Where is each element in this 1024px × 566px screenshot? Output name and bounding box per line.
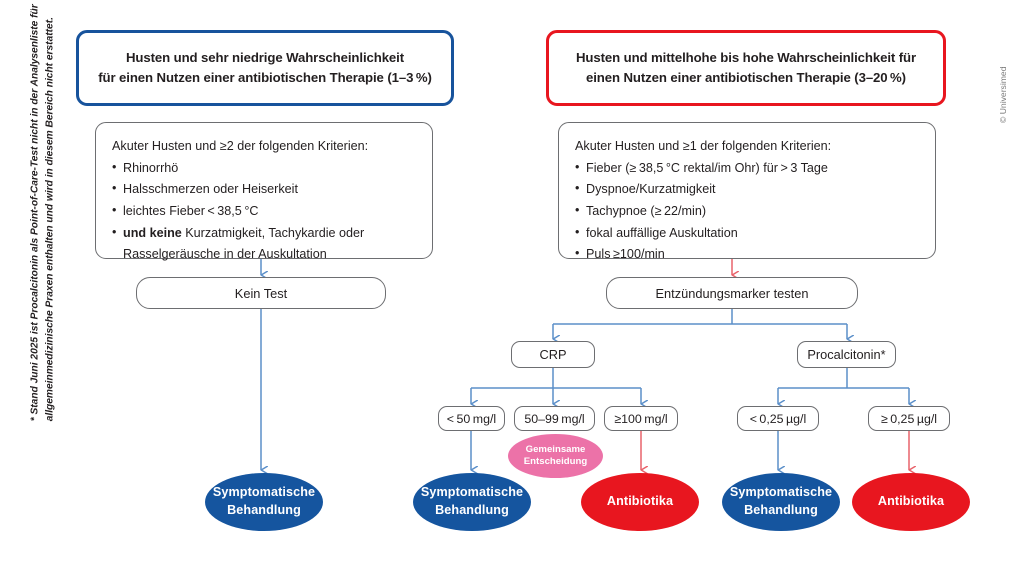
outcome-line2: Behandlung bbox=[227, 503, 301, 517]
header-left-line1: Husten und sehr niedrige Wahrscheinlichk… bbox=[125, 49, 405, 65]
outcome-shared-line2: Entscheidung bbox=[523, 456, 588, 467]
criteria-item-text: Kurzatmigkeit, Tachykardie oder Rasselge… bbox=[123, 225, 365, 262]
threshold-crp-low: < 50 mg/l bbox=[438, 406, 505, 431]
footnote-procalcitonin: * Stand Juni 2025 ist Procalcitonin als … bbox=[29, 4, 56, 422]
criteria-left-list: Rhinorrhö Halsschmerzen oder Heiserkeit … bbox=[112, 157, 416, 266]
criteria-item-text: Dyspnoe/Kurzatmigkeit bbox=[586, 182, 716, 197]
outcome-line1: Symptomatische bbox=[212, 485, 316, 500]
criteria-item: Puls ≥100/min bbox=[575, 243, 919, 266]
criteria-right-list: Fieber (≥ 38,5 °C rektal/im Ohr) für > 3… bbox=[575, 157, 919, 266]
criteria-item-text: Rhinorrhö bbox=[123, 160, 179, 175]
criteria-right-intro: Akuter Husten und ≥1 der folgenden Krite… bbox=[575, 139, 832, 153]
outcome-symptomatic-crp-low: Symptomatische Behandlung bbox=[413, 473, 531, 531]
outcome-line2: Behandlung bbox=[435, 503, 509, 517]
outcome-symptomatic-pct-low: Symptomatische Behandlung bbox=[722, 473, 840, 531]
criteria-box-left: Akuter Husten und ≥2 der folgenden Krite… bbox=[95, 122, 433, 261]
threshold-crp-mid: 50–99 mg/l bbox=[514, 406, 595, 431]
outcome-shared-decision: Gemeinsame Entscheidung bbox=[508, 434, 603, 478]
threshold-crp-high: ≥100 mg/l bbox=[604, 406, 678, 431]
criteria-item-text: Tachypnoe (≥ 22/min) bbox=[586, 203, 707, 218]
header-box-high-probability: Husten und mittelhohe bis hohe Wahrschei… bbox=[546, 30, 946, 106]
node-procalcitonin: Procalcitonin* bbox=[797, 341, 896, 368]
outcome-antibiotics-crp-high: Antibiotika bbox=[581, 473, 699, 531]
header-box-low-probability: Husten und sehr niedrige Wahrscheinlichk… bbox=[76, 30, 454, 106]
criteria-item: und keine Kurzatmigkeit, Tachykardie ode… bbox=[112, 222, 416, 266]
threshold-pct-high: ≥ 0,25 µg/l bbox=[868, 406, 950, 431]
criteria-box-right: Akuter Husten und ≥1 der folgenden Krite… bbox=[558, 122, 936, 265]
node-entzuendungsmarker-testen: Entzündungsmarker testen bbox=[606, 277, 858, 309]
header-right-line2: einen Nutzen einer antibiotischen Therap… bbox=[586, 70, 906, 85]
criteria-item: leichtes Fieber < 38,5 °C bbox=[112, 200, 416, 223]
criteria-item: Dyspnoe/Kurzatmigkeit bbox=[575, 178, 919, 201]
node-crp: CRP bbox=[511, 341, 595, 368]
criteria-item: fokal auffällige Auskultation bbox=[575, 222, 919, 245]
outcome-line1: Antibiotika bbox=[877, 494, 945, 509]
criteria-item: Tachypnoe (≥ 22/min) bbox=[575, 200, 919, 223]
threshold-pct-low: < 0,25 µg/l bbox=[737, 406, 819, 431]
outcome-symptomatic-left: Symptomatische Behandlung bbox=[205, 473, 323, 531]
outcome-line2: Behandlung bbox=[744, 503, 818, 517]
outcome-shared-line1: Gemeinsame bbox=[525, 443, 586, 455]
criteria-left-intro: Akuter Husten und ≥2 der folgenden Krite… bbox=[112, 139, 369, 153]
criteria-item: Rhinorrhö bbox=[112, 157, 416, 180]
criteria-item-text: Fieber (≥ 38,5 °C rektal/im Ohr) für > 3… bbox=[586, 160, 828, 175]
outcome-line1: Antibiotika bbox=[606, 494, 674, 509]
outcome-line1: Symptomatische bbox=[420, 485, 524, 500]
copyright-notice: © Universimed bbox=[998, 66, 1008, 123]
header-right-line1: Husten und mittelhohe bis hohe Wahrschei… bbox=[575, 49, 917, 65]
node-kein-test: Kein Test bbox=[136, 277, 386, 309]
outcome-antibiotics-pct-high: Antibiotika bbox=[852, 473, 970, 531]
criteria-item: Halsschmerzen oder Heiserkeit bbox=[112, 178, 416, 201]
criteria-item: Fieber (≥ 38,5 °C rektal/im Ohr) für > 3… bbox=[575, 157, 919, 180]
header-left-line2: für einen Nutzen einer antibiotischen Th… bbox=[98, 70, 432, 85]
criteria-item-text: Puls ≥100/min bbox=[586, 247, 665, 262]
criteria-item-text: Halsschmerzen oder Heiserkeit bbox=[123, 182, 298, 197]
outcome-line1: Symptomatische bbox=[729, 485, 833, 500]
criteria-item-text: leichtes Fieber < 38,5 °C bbox=[123, 203, 259, 218]
criteria-item-text: fokal auffällige Auskultation bbox=[586, 225, 738, 240]
criteria-item-emphasis: und keine bbox=[123, 225, 182, 240]
